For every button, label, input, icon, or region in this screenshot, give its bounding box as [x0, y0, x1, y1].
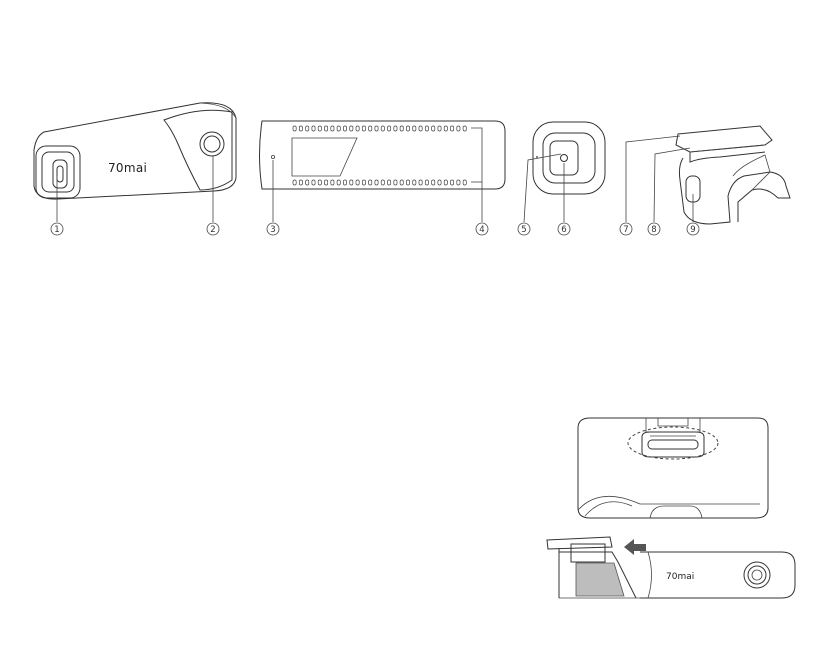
vent-hole — [343, 126, 346, 131]
svg-text:5: 5 — [521, 225, 526, 235]
vent-hole — [375, 180, 378, 185]
callout-8: 8 — [648, 223, 660, 235]
callout-2: 2 — [207, 223, 219, 235]
slide-direction-arrow — [624, 539, 646, 555]
vent-hole — [381, 126, 384, 131]
vent-hole — [432, 180, 435, 185]
vent-hole — [299, 126, 302, 131]
camera-body-angled-view: 70mai — [34, 103, 236, 199]
vent-hole — [438, 126, 441, 131]
brand-logo: 70mai — [108, 161, 147, 175]
callout-3: 3 — [267, 223, 279, 235]
vent-hole — [356, 126, 359, 131]
callout-9: 9 — [687, 223, 699, 235]
vent-row-top — [293, 126, 466, 131]
callout-1: 1 — [51, 223, 63, 235]
brand-logo-small: 70mai — [666, 572, 694, 582]
vent-hole — [438, 180, 441, 185]
vent-hole — [318, 180, 321, 185]
vent-hole — [463, 126, 466, 131]
vent-hole — [394, 180, 397, 185]
pinhole — [271, 155, 274, 158]
vent-hole — [406, 180, 409, 185]
callout-4: 4 — [476, 223, 488, 235]
vent-hole — [419, 126, 422, 131]
vent-hole — [425, 126, 428, 131]
vent-row-bottom — [293, 180, 466, 185]
vent-hole — [362, 180, 365, 185]
svg-text:1: 1 — [54, 225, 59, 235]
vent-hole — [381, 180, 384, 185]
svg-text:3: 3 — [270, 225, 275, 235]
vent-hole — [350, 180, 353, 185]
svg-text:4: 4 — [479, 225, 484, 235]
svg-text:7: 7 — [623, 225, 628, 235]
vent-hole — [312, 180, 315, 185]
vent-hole — [444, 180, 447, 185]
vent-hole — [293, 126, 296, 131]
vent-hole — [413, 126, 416, 131]
button-indicator — [561, 155, 568, 162]
vent-hole — [306, 126, 309, 131]
vent-hole — [388, 180, 391, 185]
vent-hole — [337, 126, 340, 131]
vent-hole — [343, 180, 346, 185]
vent-hole — [444, 126, 447, 131]
vent-hole — [425, 180, 428, 185]
vent-hole — [318, 126, 321, 131]
attach-camera-to-mount-view: 70mai — [547, 537, 795, 598]
vent-hole — [406, 126, 409, 131]
vent-hole — [325, 180, 328, 185]
vent-hole — [331, 180, 334, 185]
vent-hole — [388, 126, 391, 131]
adhesive-pad — [676, 126, 772, 152]
mount-pad-tab — [571, 544, 605, 562]
vent-hole — [451, 126, 454, 131]
vent-hole — [400, 180, 403, 185]
vent-hole — [369, 180, 372, 185]
mount-slot — [648, 440, 698, 449]
svg-text:8: 8 — [651, 225, 656, 235]
vent-hole — [413, 180, 416, 185]
camera-rear-view — [533, 122, 605, 194]
vent-hole — [463, 180, 466, 185]
vent-hole — [432, 126, 435, 131]
vent-hole — [299, 180, 302, 185]
vent-hole — [312, 126, 315, 131]
vent-hole — [451, 180, 454, 185]
vent-hole — [306, 180, 309, 185]
mount-slot-detail-view — [578, 418, 768, 518]
svg-text:6: 6 — [561, 225, 566, 235]
callout-6: 6 — [558, 223, 570, 235]
vent-hole — [325, 126, 328, 131]
vent-hole — [350, 126, 353, 131]
svg-text:2: 2 — [210, 225, 215, 235]
vent-hole — [356, 180, 359, 185]
vent-hole — [394, 126, 397, 131]
vent-hole — [362, 126, 365, 131]
vent-hole — [457, 180, 460, 185]
callout-leaders — [57, 128, 693, 222]
callout-markers: 1 2 3 4 5 6 7 8 9 — [51, 223, 699, 235]
vent-hole — [293, 180, 296, 185]
label-window — [292, 138, 357, 176]
lens-housing — [36, 146, 80, 198]
vent-hole — [375, 126, 378, 131]
vent-hole — [337, 180, 340, 185]
camera-side-panel-view — [260, 121, 506, 189]
svg-text:9: 9 — [690, 225, 695, 235]
mount-shadow — [576, 563, 624, 596]
vent-hole — [419, 180, 422, 185]
callout-5: 5 — [518, 223, 530, 235]
vent-hole — [400, 126, 403, 131]
vent-hole — [369, 126, 372, 131]
usb-port — [53, 160, 67, 188]
callout-7: 7 — [620, 223, 632, 235]
vent-hole — [457, 126, 460, 131]
vent-hole — [331, 126, 334, 131]
